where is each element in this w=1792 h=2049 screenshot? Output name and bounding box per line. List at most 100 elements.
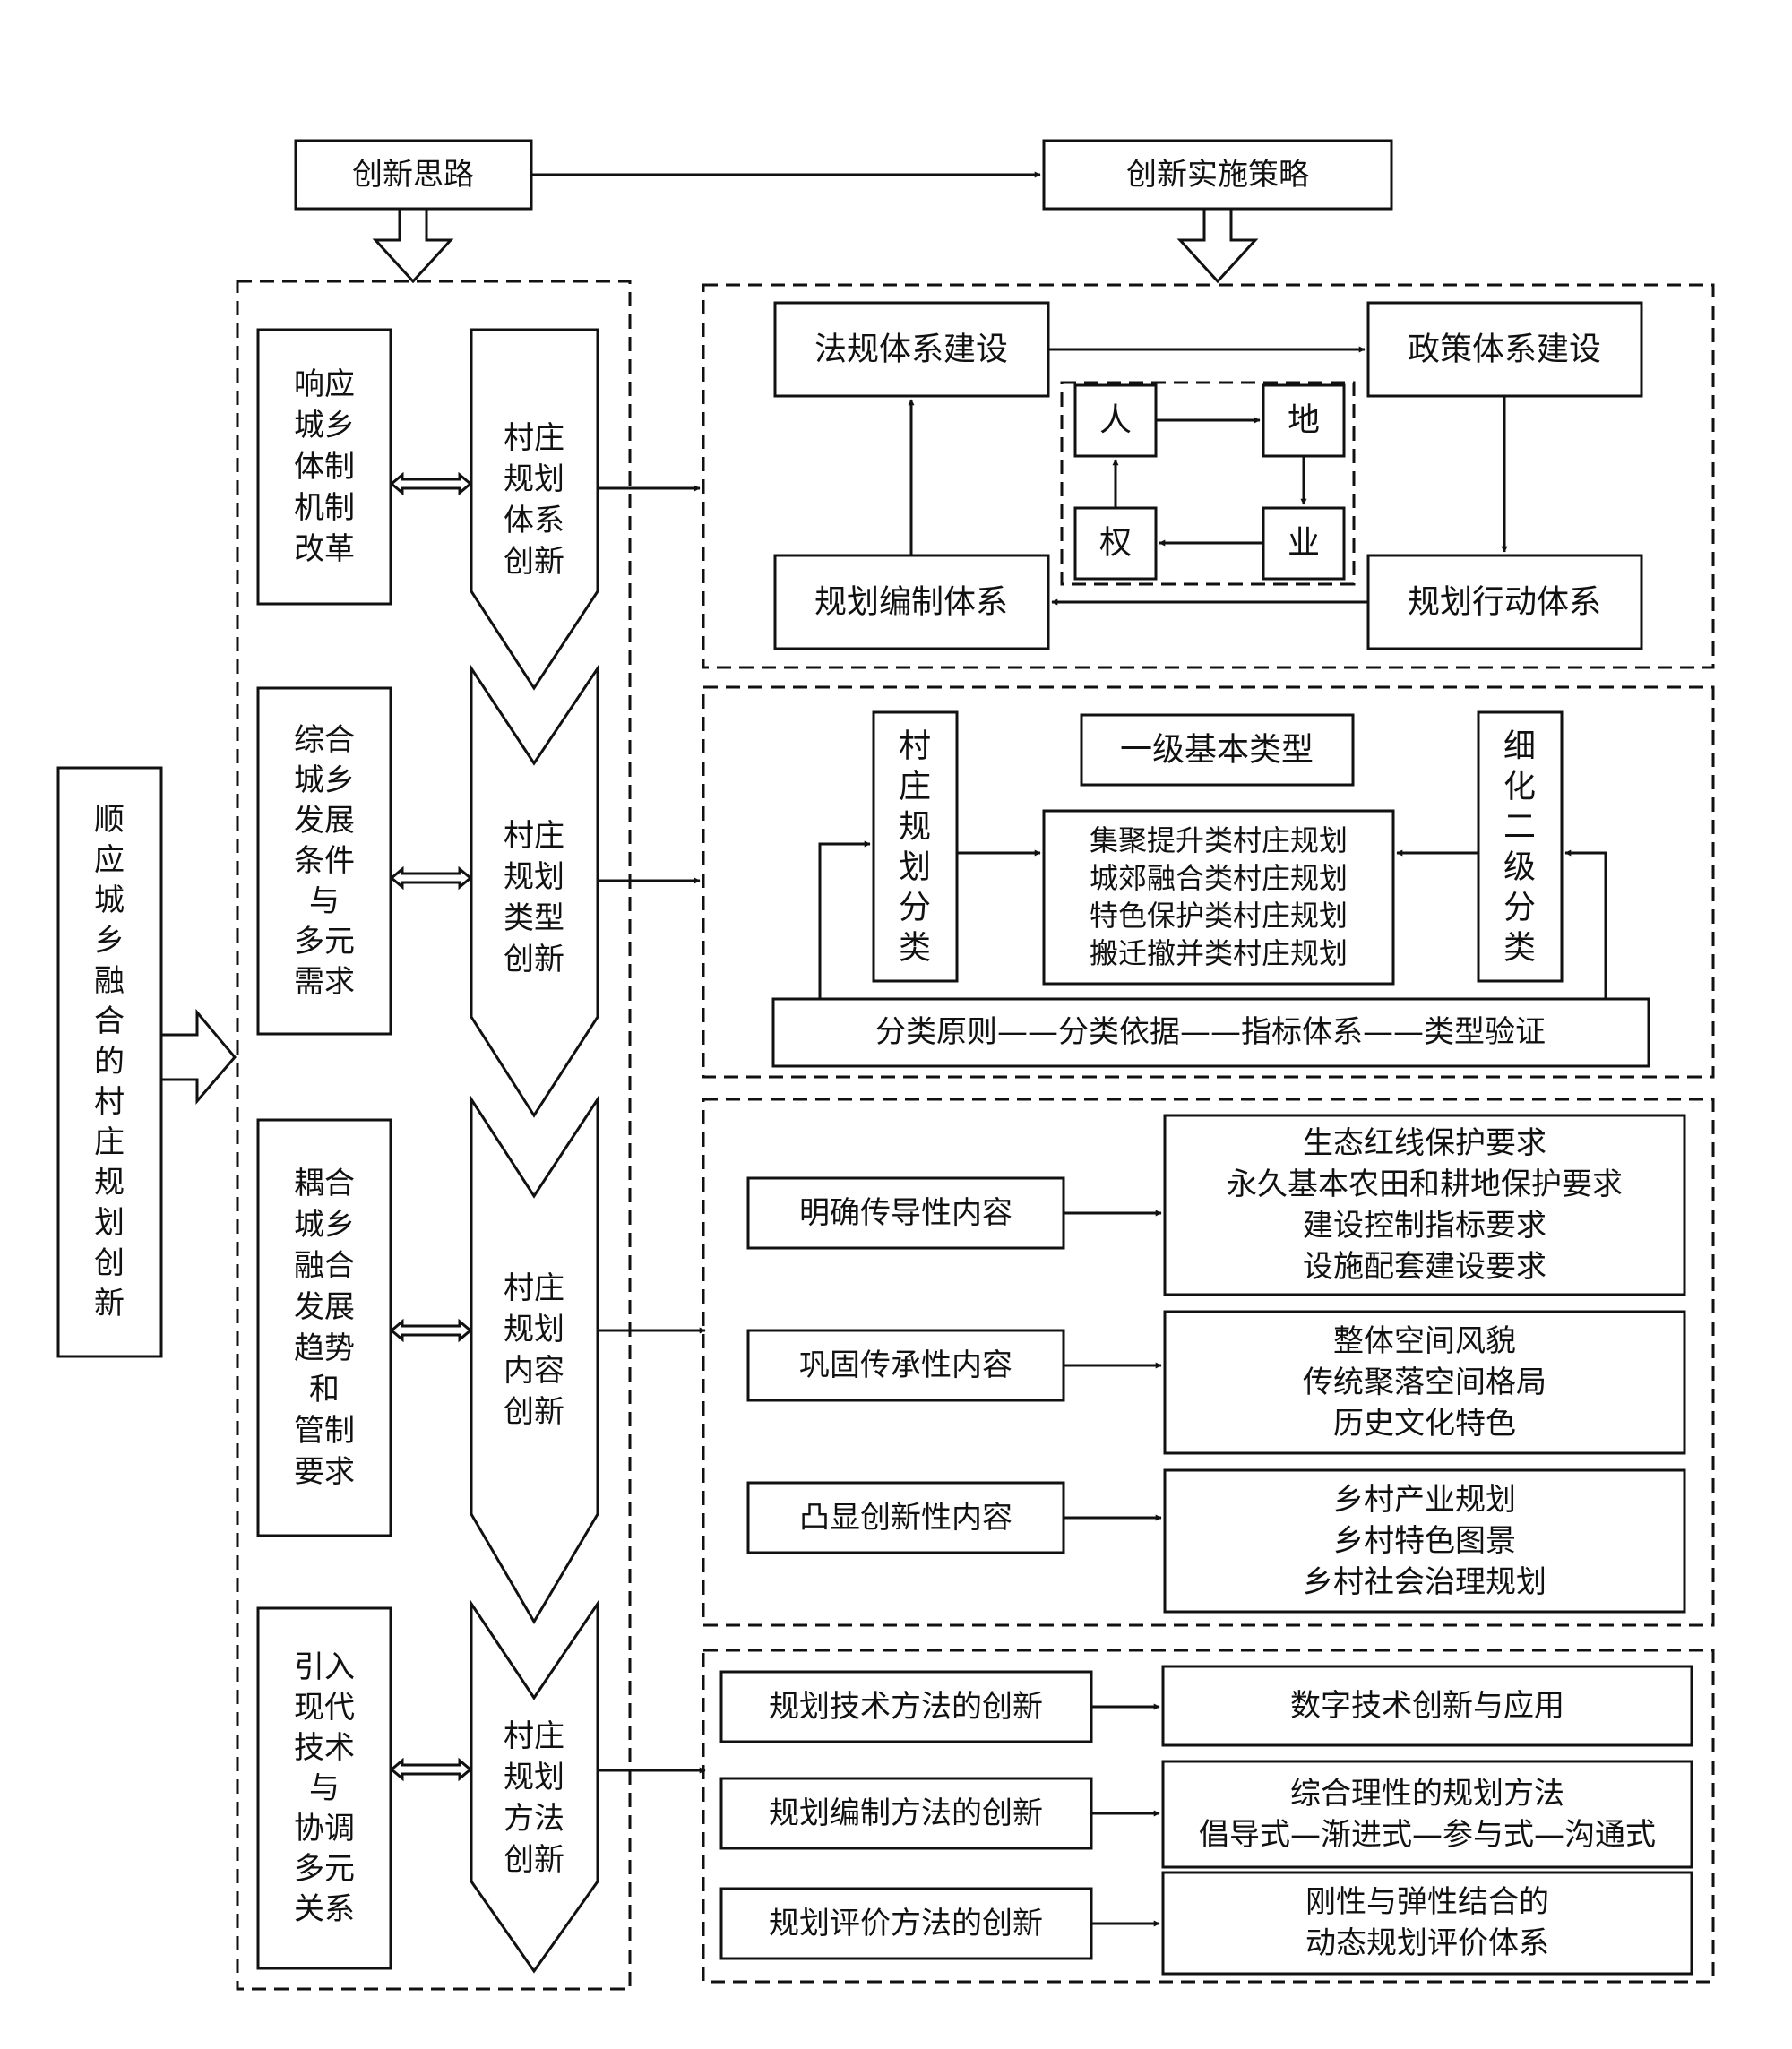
text-line: 数字技术创新与应用 xyxy=(1290,1688,1564,1724)
policy-system-label: 政策体系建设 xyxy=(1408,331,1601,368)
text-line: 搬迁撤并类村庄规划 xyxy=(1090,936,1348,970)
reason-text-1: 响应城乡体制机制改革 xyxy=(294,366,355,567)
double-arrow-2 xyxy=(389,865,473,891)
section-methods-frame xyxy=(702,1649,1715,1984)
chevron-4 xyxy=(470,1599,599,1974)
text-line: 多元 xyxy=(294,924,355,960)
text-line: 村庄 xyxy=(504,818,564,854)
reason-box-3 xyxy=(256,1118,392,1537)
header-right-down-arrow xyxy=(1176,207,1259,284)
classify-chain-box xyxy=(771,997,1650,1068)
text-line: 城 xyxy=(94,882,125,918)
refine-label: 细化二级分类 xyxy=(1503,727,1536,966)
text-line: 引入 xyxy=(294,1649,355,1685)
content-label-2: 巩固传承性内容 xyxy=(799,1347,1012,1383)
text-line: 规 xyxy=(899,808,931,845)
content-items-1: 生态红线保护要求永久基本农田和耕地保护要求建设控制指标要求设施配套建设要求 xyxy=(1227,1125,1623,1285)
chevron-2 xyxy=(470,664,599,1118)
main-label: 顺应城乡融合的村庄规划创新 xyxy=(94,802,125,1322)
text-line: 条件 xyxy=(294,843,355,879)
method-items-1: 数字技术创新与应用 xyxy=(1290,1688,1564,1724)
text-line: 与 xyxy=(309,1770,340,1806)
reason-text-2: 综合城乡发展条件与多元需求 xyxy=(294,722,355,1000)
content-items-3: 乡村产业规划乡村特色图景乡村社会治理规划 xyxy=(1303,1482,1546,1600)
text-line: 规划 xyxy=(504,859,564,895)
text-line: 响应 xyxy=(294,366,355,402)
text-line: 乡 xyxy=(94,923,125,959)
text-line: 城乡 xyxy=(294,408,355,443)
content-items-box-2 xyxy=(1163,1310,1686,1455)
text-line: 类 xyxy=(899,929,931,966)
text-line: 历史文化特色 xyxy=(1333,1406,1516,1442)
text-line: 分 xyxy=(899,889,931,925)
text-line: 融 xyxy=(94,963,125,999)
innovation-text-3: 村庄规划内容创新 xyxy=(504,1270,564,1430)
core-dashed-frame xyxy=(1060,381,1356,586)
text-line: 分 xyxy=(1503,889,1536,925)
text-line: 的 xyxy=(94,1044,125,1080)
chain-to-classify-arrow xyxy=(818,840,871,999)
text-line: 村庄 xyxy=(504,420,564,456)
node-ren-label: 人 xyxy=(1099,402,1132,439)
text-line: 动态规划评价体系 xyxy=(1305,1925,1549,1961)
text-line: 城乡 xyxy=(294,762,355,798)
method-items-box-2 xyxy=(1161,1760,1693,1869)
header-right-title: 创新实施策略 xyxy=(1126,157,1309,193)
text-line: 协调 xyxy=(294,1811,355,1847)
law-system-label: 法规体系建设 xyxy=(814,331,1008,368)
text-line: 体制 xyxy=(294,449,355,485)
text-line: 特色保护类村庄规划 xyxy=(1090,899,1348,933)
text-line: 顺 xyxy=(94,802,125,838)
content-label-box-1 xyxy=(746,1176,1065,1250)
main-label-box xyxy=(56,766,163,1358)
text-line: 趋势 xyxy=(294,1330,355,1366)
chevron-1 xyxy=(470,328,599,691)
text-line: 方法 xyxy=(504,1801,564,1837)
innovation-text-1: 村庄规划体系创新 xyxy=(504,420,564,580)
text-line: 村 xyxy=(899,727,931,764)
node-quan-label: 权 xyxy=(1099,525,1132,562)
innovation-text-4: 村庄规划方法创新 xyxy=(504,1718,564,1878)
text-line: 集聚提升类村庄规划 xyxy=(1090,823,1348,857)
header-left-down-arrow xyxy=(372,207,454,284)
text-line: 整体空间风貌 xyxy=(1333,1323,1516,1359)
text-line: 刚性与弹性结合的 xyxy=(1305,1884,1549,1920)
text-line: 合 xyxy=(94,1003,125,1039)
level1-box xyxy=(1080,713,1355,787)
section-content-frame xyxy=(702,1098,1715,1627)
node-di-box xyxy=(1262,383,1346,458)
section-system-frame xyxy=(702,283,1715,669)
text-line: 内容 xyxy=(504,1353,564,1389)
type-list-box xyxy=(1042,809,1395,986)
text-line: 庄 xyxy=(899,768,931,805)
text-line: 生态红线保护要求 xyxy=(1303,1125,1546,1161)
policy-system-box xyxy=(1366,301,1643,398)
text-line: 技术 xyxy=(294,1730,355,1766)
double-arrow-3 xyxy=(389,1318,473,1343)
node-quan-box xyxy=(1073,506,1158,581)
text-line: 庄 xyxy=(94,1124,125,1160)
text-line: 化 xyxy=(1503,768,1536,805)
double-arrow-4 xyxy=(389,1757,473,1782)
double-arrow-1 xyxy=(389,471,473,496)
content-label-box-3 xyxy=(746,1481,1065,1554)
text-line: 融合 xyxy=(294,1248,355,1284)
content-items-2: 整体空间风貌传统聚落空间格局历史文化特色 xyxy=(1303,1323,1546,1442)
classify-box xyxy=(872,710,959,983)
text-line: 城郊融合类村庄规划 xyxy=(1090,861,1348,895)
left-dashed-frame xyxy=(236,280,632,1991)
reason-box-1 xyxy=(256,328,392,606)
header-left-title: 创新思路 xyxy=(352,157,474,193)
text-line: 发展 xyxy=(294,1289,355,1325)
text-line: 规划 xyxy=(504,461,564,497)
text-line: 综合理性的规划方法 xyxy=(1290,1776,1564,1812)
text-line: 村庄 xyxy=(504,1270,564,1306)
text-line: 细 xyxy=(1503,727,1536,764)
section-types-frame xyxy=(702,685,1715,1079)
reason-text-3: 耦合城乡融合发展趋势和管制要求 xyxy=(294,1166,355,1490)
main-right-arrow xyxy=(159,1008,237,1106)
text-line: 类型 xyxy=(504,900,564,936)
method-label-1: 规划技术方法的创新 xyxy=(769,1689,1043,1725)
level1-label: 一级基本类型 xyxy=(1120,732,1314,769)
text-line: 改革 xyxy=(294,531,355,567)
